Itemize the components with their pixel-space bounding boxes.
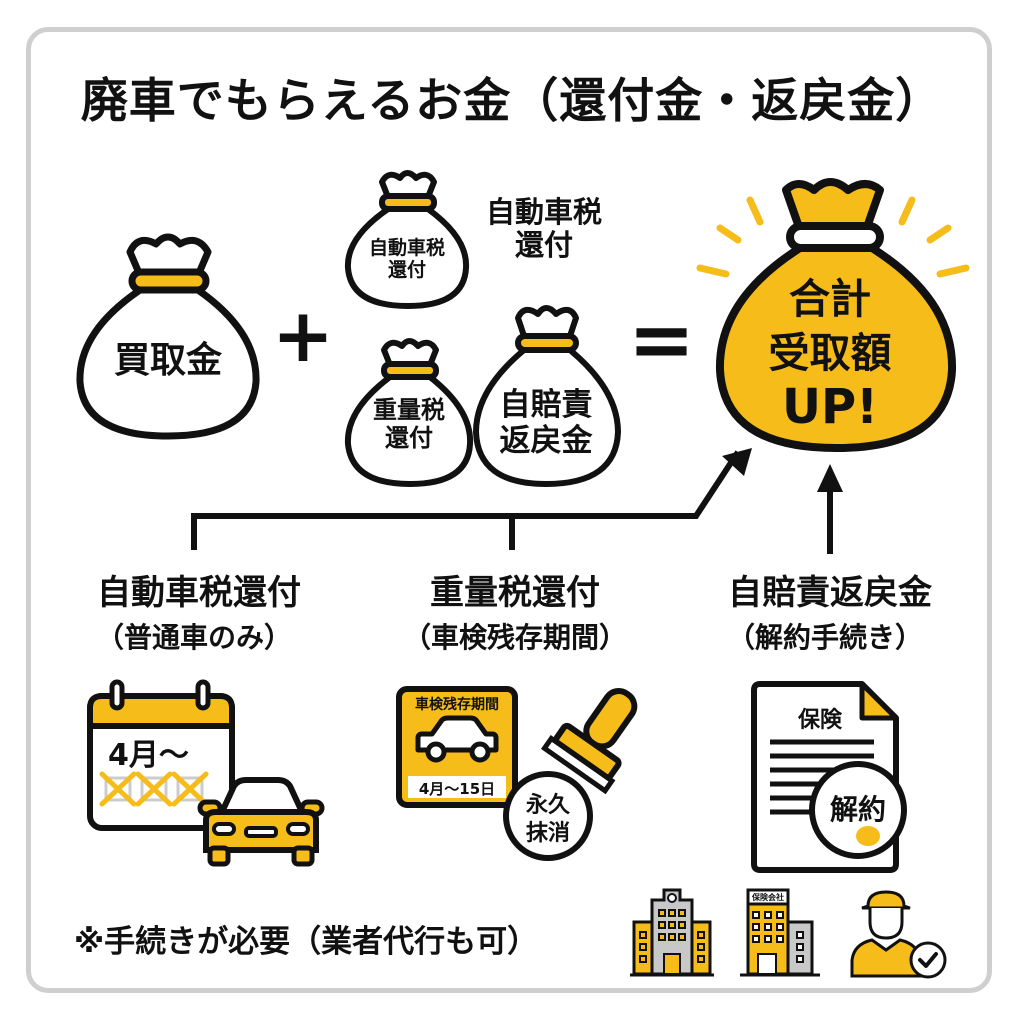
agent-checkmark-icon (850, 890, 947, 979)
plus-sign: + (272, 293, 335, 379)
money-bag-insurance-icon (473, 305, 621, 487)
money-bag-auto-tax-icon (344, 170, 470, 309)
document-stamp-text: 解約 (829, 793, 886, 826)
car-icon (197, 777, 325, 867)
money-bag-purchase-icon (76, 233, 260, 440)
sticker-date: 4月〜15日 (418, 780, 496, 798)
bag-label-weight-tax: 重量税 還付 (373, 396, 445, 452)
bag-label-auto-tax: 自動車税 還付 (368, 237, 445, 281)
section-subtitle-insurance: （解約手続き） (726, 621, 923, 654)
page-title: 廃車でもらえるお金（還付金・返戻金） (80, 74, 944, 129)
section-subtitle-auto-tax: （普通車のみ） (95, 621, 292, 654)
money-bag-weight-tax-icon (344, 338, 474, 487)
equals-sign: = (628, 293, 696, 386)
section-subtitle-weight-tax: （車検残存期間） (402, 621, 627, 654)
footer-note: ※手続きが必要（業者代行も可） (74, 924, 539, 960)
section-title-insurance: 自賠責返戻金 (728, 573, 932, 613)
money-bag-total-icon (696, 178, 970, 452)
arrow-head-vertical (817, 464, 843, 492)
arrow-head-diagonal (722, 448, 752, 476)
bag-label-insurance: 自賠責 返戻金 (499, 387, 593, 459)
sparkle-rays (696, 196, 970, 278)
calendar-text: 4月〜 (108, 738, 189, 773)
calendar-icon (87, 679, 235, 831)
total-label: 合計 受取額 UP! (768, 275, 892, 435)
sticker-header: 車検残存期間 (415, 697, 499, 713)
stamp-icon (503, 688, 638, 861)
bag-label-purchase: 買取金 (113, 340, 222, 381)
government-building-icon (630, 888, 714, 977)
inspection-sticker-icon (396, 686, 518, 808)
insurance-building-sign: 保険会社 (752, 893, 784, 902)
stamp-text: 永久 抹消 (525, 793, 570, 846)
insurance-document-icon (751, 681, 907, 873)
section-title-weight-tax: 重量税還付 (430, 573, 600, 613)
floating-label-auto-tax: 自動車税 還付 (485, 195, 602, 263)
insurance-company-building-icon (740, 888, 820, 977)
document-header: 保険 (798, 708, 843, 733)
section-title-auto-tax: 自動車税還付 (97, 573, 301, 613)
